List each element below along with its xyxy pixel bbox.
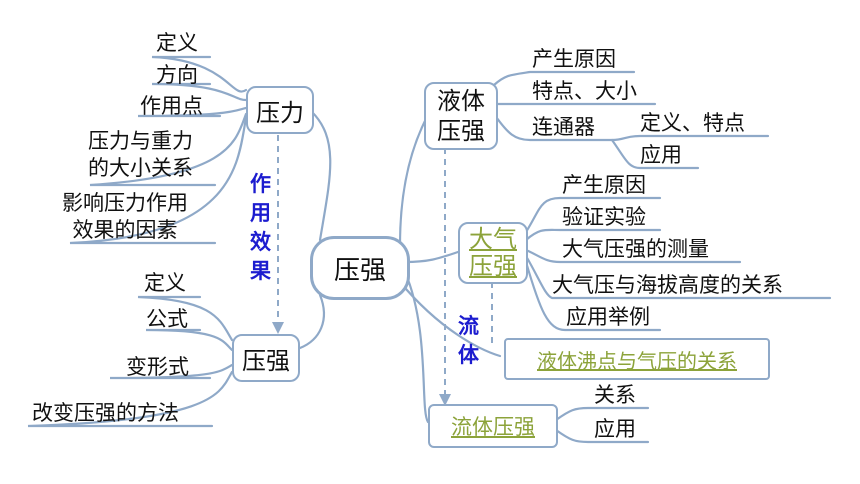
force-item-gravity-relation: 压力与重力 的大小关系 <box>88 129 193 180</box>
atmos-item-altitude: 大气压与海拔高度的关系 <box>552 273 783 297</box>
link-label-effect: 作 用 效 果 <box>250 172 271 283</box>
fluid-pressure-node[interactable]: 流体压强 <box>428 404 558 448</box>
fluid-item-relation: 关系 <box>594 383 636 407</box>
atmos-item-experiment: 验证实验 <box>562 205 646 229</box>
connector-sub-application: 应用 <box>640 143 682 167</box>
force-item-direction: 方向 <box>156 63 198 87</box>
pressure-item-variant: 变形式 <box>126 355 189 379</box>
liquid-pressure-node: 液体 压强 <box>424 82 498 150</box>
atmospheric-pressure-node[interactable]: 大气 压强 <box>458 222 528 284</box>
force-item-definition: 定义 <box>156 31 198 55</box>
connector-sub-definition: 定义、特点 <box>640 111 745 135</box>
link-label-fluid: 流 体 <box>458 314 479 367</box>
atmos-item-measurement: 大气压强的测量 <box>562 237 709 261</box>
force-item-effect-factors: 影响压力作用 效果的因素 <box>62 191 188 242</box>
force-item-application-point: 作用点 <box>140 94 203 118</box>
liquid-item-connector: 连通器 <box>532 115 595 139</box>
pressure-node-left: 压强 <box>232 334 300 382</box>
center-topic: 压强 <box>310 236 410 300</box>
boiling-point-node[interactable]: 液体沸点与气压的关系 <box>504 338 770 380</box>
liquid-item-cause: 产生原因 <box>532 47 616 71</box>
atmos-item-examples: 应用举例 <box>566 305 650 329</box>
pressure-item-definition: 定义 <box>144 271 186 295</box>
atmos-item-cause: 产生原因 <box>562 173 646 197</box>
fluid-item-application: 应用 <box>594 417 636 441</box>
pressure-item-formula: 公式 <box>146 307 188 331</box>
pressure-item-change-methods: 改变压强的方法 <box>32 401 179 425</box>
pressure-force-node: 压力 <box>246 86 314 134</box>
liquid-item-features: 特点、大小 <box>532 79 637 103</box>
